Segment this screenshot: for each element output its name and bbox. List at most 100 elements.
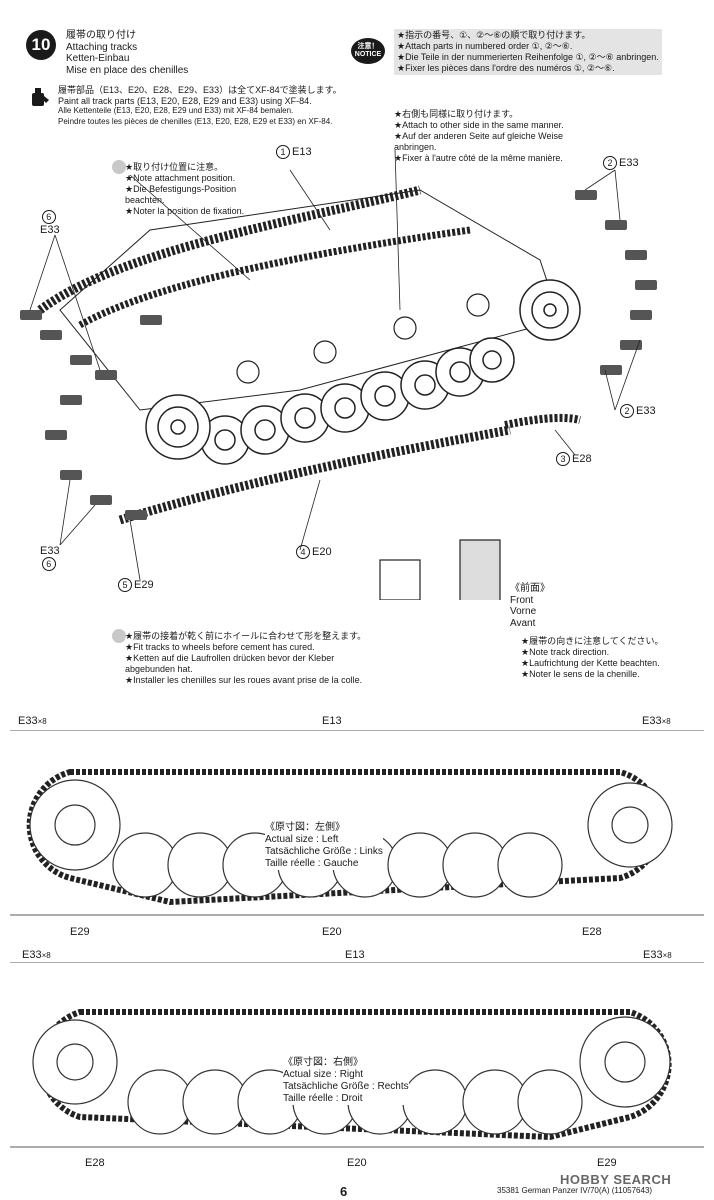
front-label-line: Vorne xyxy=(510,606,537,617)
leader-lines xyxy=(29,149,641,581)
return-rollers xyxy=(236,293,490,384)
track-e28-segment xyxy=(504,413,581,429)
note-line: ★Installer les chenilles sur les roues a… xyxy=(125,675,363,685)
caption-line: 《原寸図：左側》 xyxy=(265,822,345,833)
paint-line: Peindre toutes les pièces de chenilles (… xyxy=(58,116,333,126)
callout-part: E29 xyxy=(134,578,154,591)
label-e28-left: E28 xyxy=(582,926,602,938)
part-label: E33 xyxy=(642,715,662,727)
note-line: ★右側も同様に取り付けます。 xyxy=(394,109,519,119)
caption-line: Actual size : Right xyxy=(283,1069,364,1080)
label-e29-left: E29 xyxy=(70,926,90,938)
note-line: ★Noter la position de fixation. xyxy=(125,206,245,216)
quantity-label: ×8 xyxy=(662,951,672,960)
note-fit-tracks: ★履帯の接着が乾く前にホイールに合わせて形を整えます。 ★Fit tracks … xyxy=(125,631,366,686)
loose-links-left xyxy=(20,310,162,520)
label-e33-left: E33×8 xyxy=(22,949,51,961)
paint-line: Alle Kettenteile (E13, E20, E28, E29 und… xyxy=(58,106,294,116)
front-label-line: 《前面》 xyxy=(510,583,550,594)
notice-line: ★Die Teile in der nummerierten Reihenfol… xyxy=(397,52,659,62)
front-label-line: Front xyxy=(510,594,534,606)
callout-number: 6 xyxy=(41,557,56,571)
callout-part: E33 xyxy=(636,404,656,417)
notice-text: ★指示の番号、①、②～⑥の順で取り付けます。 ★Attach parts in … xyxy=(394,29,662,75)
track-loop xyxy=(26,769,664,906)
paint-instructions: 履帯部品（E13、E20、E28、E29、E33）は全てXF-84で塗装します。… xyxy=(58,85,342,127)
part-label: E33 xyxy=(22,949,42,961)
callout-part: E33 xyxy=(40,545,60,557)
step-title-fr: Mise en place des chenilles xyxy=(66,64,189,76)
notice-badge-ja: 注意！ xyxy=(357,43,379,50)
caption-line: Tatsächliche Größe : Links xyxy=(265,846,383,857)
caption-line: 《原寸図：右側》 xyxy=(283,1057,363,1068)
note-same-manner: ★右側も同様に取り付けます。 ★Attach to other side in … xyxy=(394,109,564,164)
callout-part: E28 xyxy=(572,452,592,465)
paint-line: Paint all track parts (E13, E20, E28, E2… xyxy=(58,95,312,106)
note-line: ★Auf der anderen Seite auf gleiche Weise xyxy=(394,131,564,141)
label-e33-left: E33×8 xyxy=(18,715,47,727)
callout-number: 1 xyxy=(276,145,290,159)
watermark-logo: HOBBY SEARCH xyxy=(560,1172,672,1187)
notice-line: ★Fixer les pièces dans l'ordre des numér… xyxy=(397,63,615,73)
step-number-badge: 10 xyxy=(26,30,56,60)
note-line: ★取り付け位置に注意。 xyxy=(125,162,224,172)
callout-part: E20 xyxy=(312,545,332,558)
right-view-caption: 《原寸図：右側》 Actual size : Right Tatsächlich… xyxy=(283,1057,409,1105)
label-e20-right: E20 xyxy=(347,1157,367,1169)
step-title: 履帯の取り付け Attaching tracks Ketten-Einbau M… xyxy=(66,30,188,76)
paint-bottle-icon xyxy=(32,88,49,106)
quantity-label: ×8 xyxy=(37,717,47,726)
step-title-de: Ketten-Einbau xyxy=(66,53,130,64)
note-line: ★履帯の向きに注意してください。 xyxy=(521,636,664,646)
left-view-caption: 《原寸図：左側》 Actual size : Left Tatsächliche… xyxy=(265,822,383,870)
label-e29-right: E29 xyxy=(597,1157,617,1169)
idler-wheel xyxy=(519,279,581,341)
front-view-track xyxy=(379,539,501,600)
callout-number: 2 xyxy=(620,404,634,418)
part-label: E33 xyxy=(643,949,663,961)
caption-line: Taille réelle : Droit xyxy=(283,1093,363,1104)
bottom-track-run xyxy=(118,425,511,525)
notice-line: ★Attach parts in numbered order ①, ②～⑥. xyxy=(397,41,573,51)
callout-part: E33 xyxy=(40,224,60,236)
notice-badge: 注意！ NOTICE xyxy=(351,38,385,64)
note-line: ★Fit tracks to wheels before cement has … xyxy=(125,642,315,652)
notice-badge-en: NOTICE xyxy=(354,51,382,58)
notice-line: ★指示の番号、①、②～⑥の順で取り付けます。 xyxy=(397,30,591,40)
note-line: ★Note track direction. xyxy=(521,647,610,657)
note-line: ★Ketten auf die Laufrollen drücken bevor… xyxy=(125,653,335,663)
note-attachment: ★取り付け位置に注意。 ★Note attachment position. ★… xyxy=(125,162,244,217)
quantity-label: ×8 xyxy=(661,717,671,726)
glue-note-icon xyxy=(112,629,126,643)
note-line: ★Laufrichtung der Kette beachten. xyxy=(521,658,660,668)
note-line: ★Die Befestigungs-Position xyxy=(125,184,237,194)
note-line: ★履帯の接着が乾く前にホイールに合わせて形を整えます。 xyxy=(125,631,367,641)
note-direction: ★履帯の向きに注意してください。 ★Note track direction. … xyxy=(521,636,664,680)
label-e33-right: E33×8 xyxy=(642,715,671,727)
front-label-line: Avant xyxy=(510,617,536,629)
part-label: E33 xyxy=(18,715,38,727)
step-title-en: Attaching tracks xyxy=(66,41,138,53)
product-footer: 35381 German Panzer IV/70(A) (11057643) xyxy=(497,1186,653,1195)
callout-number: 3 xyxy=(556,452,570,466)
label-e28-right: E28 xyxy=(85,1157,105,1169)
glue-note-icon xyxy=(112,160,126,174)
callout-number: 6 xyxy=(41,210,56,224)
note-line: ★Attach to other side in the same manner… xyxy=(394,120,564,130)
callout-number: 4 xyxy=(296,545,310,559)
label-e33-right: E33×8 xyxy=(643,949,672,961)
caption-line: Tatsächliche Größe : Rechts xyxy=(283,1081,409,1092)
top-track-run xyxy=(37,185,471,329)
note-line: anbringen. xyxy=(394,142,437,152)
label-e20-left: E20 xyxy=(322,926,342,938)
label-e13-left: E13 xyxy=(322,715,342,727)
drive-sprocket xyxy=(145,394,211,460)
callout-number: 5 xyxy=(118,578,132,592)
front-view-label: 《前面》 Front Vorne Avant xyxy=(510,583,550,629)
